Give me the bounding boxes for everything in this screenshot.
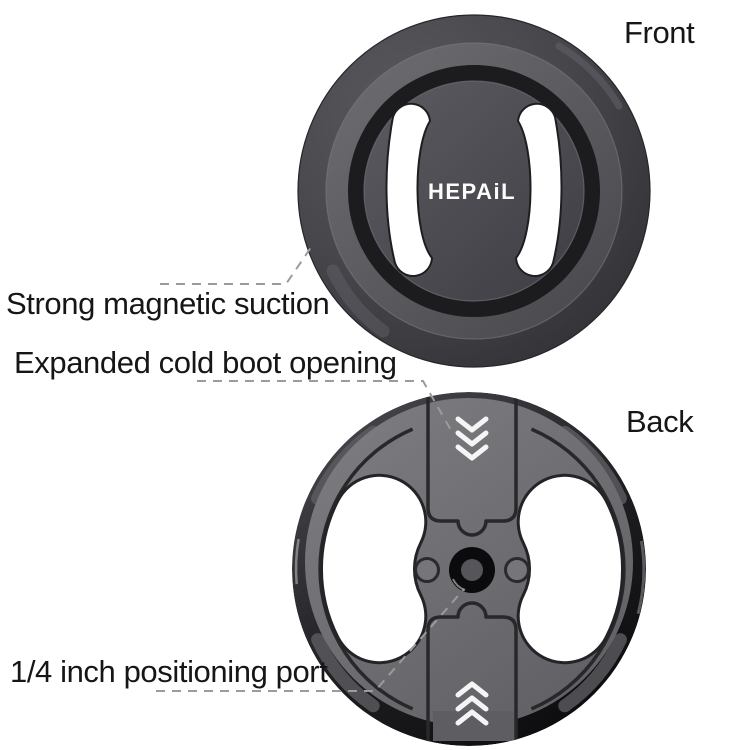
front-face-rim-highlight xyxy=(363,80,585,302)
annotation-positioning-port: 1/4 inch positioning port xyxy=(10,654,328,689)
annotation-cold-boot-opening: Expanded cold boot opening xyxy=(14,345,397,380)
front-rim-highlight-top-right xyxy=(555,42,623,110)
back-left-cutout xyxy=(323,476,425,662)
leader-line-magnetic xyxy=(160,242,315,285)
front-band-highlight-ring xyxy=(325,42,623,340)
front-view-label: Front xyxy=(624,15,695,50)
screw-hole-center xyxy=(461,559,483,581)
front-left-slot-cutout xyxy=(385,102,434,277)
front-rim-highlight-bottom-left xyxy=(326,264,390,338)
left-dimple xyxy=(414,557,440,583)
brand-logo-text: HEPAiL xyxy=(428,179,516,204)
back-view-label: Back xyxy=(626,404,694,439)
back-rim-highlight-right xyxy=(636,540,646,615)
front-disc-image: HEPAiL xyxy=(297,14,651,368)
back-disc-image xyxy=(292,392,646,746)
cold-shoe-channel-top xyxy=(426,396,518,537)
front-right-slot-cutout xyxy=(514,102,563,277)
back-rim-highlight-left xyxy=(294,538,300,585)
back-right-cutout xyxy=(519,476,621,662)
right-dimple xyxy=(504,557,530,583)
triple-chevron-down-icon xyxy=(455,416,489,461)
annotation-magnetic-suction: Strong magnetic suction xyxy=(6,286,330,321)
